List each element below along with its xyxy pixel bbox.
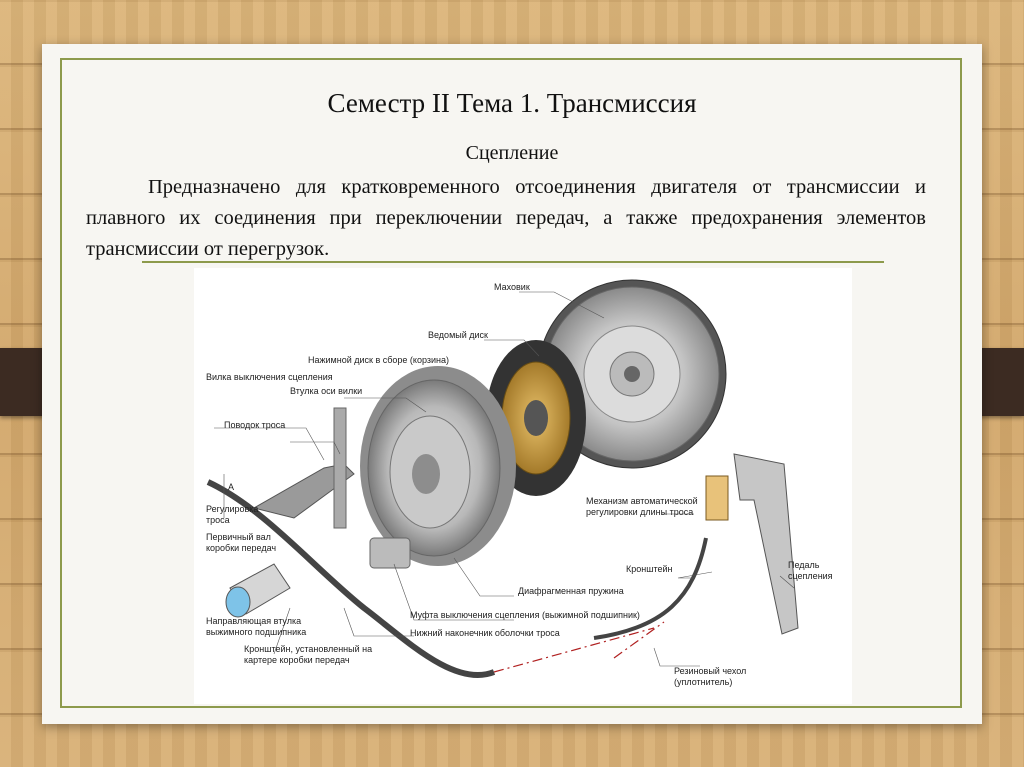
label-fork-axle-bushing: Втулка оси вилки	[290, 386, 362, 396]
slide-frame	[60, 58, 962, 708]
slide: Семестр II Тема 1. Трансмиссия Сцепление…	[42, 44, 982, 724]
label-rubber-boot-1: Резиновый чехол	[674, 666, 746, 676]
slide-subtitle: Сцепление	[465, 142, 559, 164]
label-auto-adjust-1: Механизм автоматической	[586, 496, 698, 506]
divider	[142, 261, 884, 263]
slide-body: Предназначено для кратковременного отсое…	[86, 176, 926, 260]
driven-disc	[486, 340, 586, 496]
input-shaft	[225, 563, 291, 618]
label-dim-a: A	[228, 482, 234, 492]
clutch-diagram-svg: Маховик Ведомый диск Нажимной диск в сбо…	[206, 279, 833, 687]
label-flywheel: Маховик	[494, 282, 530, 292]
label-bracket-gearbox-2: картере коробки передач	[244, 655, 350, 665]
clutch-cable	[206, 479, 708, 679]
label-cable-adjust-1: Регулировка	[206, 504, 258, 514]
label-cable-adjust-2: троса	[206, 515, 230, 525]
clutch-diagram: Маховик Ведомый диск Нажимной диск в сбо…	[194, 268, 852, 704]
label-pedal-2: сцепления	[788, 571, 833, 581]
leader-lines	[214, 291, 795, 667]
release-fork	[252, 407, 411, 569]
slide-title: Семестр II Тема 1. Трансмиссия	[327, 88, 697, 118]
label-bracket-gearbox-1: Кронштейн, установленный на	[244, 644, 372, 654]
label-input-shaft-1: Первичный вал	[206, 532, 271, 542]
label-guide-bushing-1: Направляющая втулка	[206, 616, 301, 626]
label-guide-bushing-2: выжимного подшипника	[206, 627, 306, 637]
clutch-pedal	[705, 453, 799, 635]
label-pedal-1: Педаль	[788, 560, 820, 570]
label-rubber-boot-2: (уплотнитель)	[674, 677, 732, 687]
label-input-shaft-2: коробки передач	[206, 543, 276, 553]
label-driven-disc: Ведомый диск	[428, 330, 488, 340]
pressure-plate	[360, 366, 516, 566]
label-lower-tip: Нижний наконечник оболочки троса	[410, 628, 560, 638]
label-bracket: Кронштейн	[626, 564, 672, 574]
label-auto-adjust-2: регулировки длины троса	[586, 507, 693, 517]
label-release-bearing: Муфта выключения сцепления (выжимной под…	[410, 610, 640, 620]
label-pressure-plate: Нажимной диск в сборе (корзина)	[308, 355, 449, 365]
label-diaphragm-spring: Диафрагменная пружина	[518, 586, 624, 596]
label-release-fork: Вилка выключения сцепления	[206, 372, 333, 382]
label-cable-leash: Поводок троса	[224, 420, 285, 430]
